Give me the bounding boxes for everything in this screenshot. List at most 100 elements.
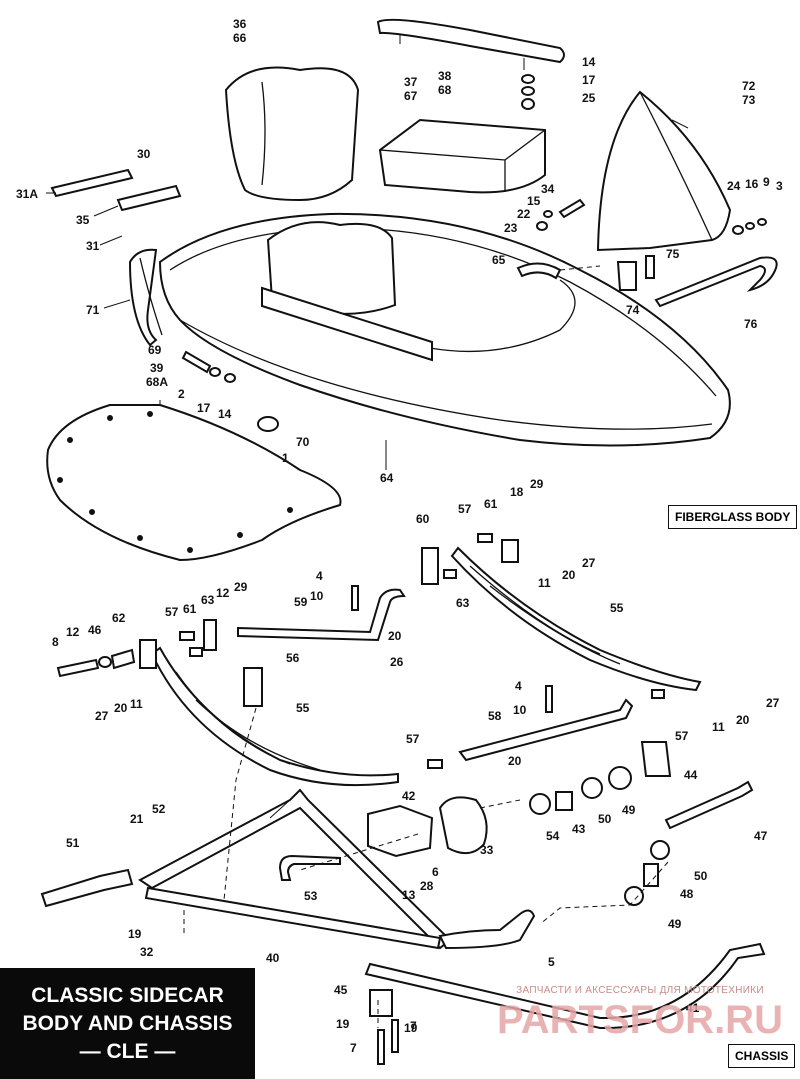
callout-16: 16	[745, 177, 759, 191]
callout-41: 41	[686, 1001, 700, 1015]
callout-54: 54	[546, 829, 560, 843]
watermark: ЗАПЧАСТИ И АКСЕССУАРЫ ДЛЯ МОТОТЕХНИКИ PA…	[490, 985, 790, 1040]
callout-33: 33	[480, 843, 494, 857]
callout-42: 42	[402, 789, 416, 803]
callout-14: 14	[218, 407, 232, 421]
callout-44: 44	[684, 768, 698, 782]
callout-57: 57	[458, 502, 472, 516]
callout-50: 50	[598, 812, 612, 826]
callout-55: 55	[296, 701, 310, 715]
callout-66: 66	[233, 31, 247, 45]
callout-59: 59	[294, 595, 308, 609]
callout-47: 47	[754, 829, 768, 843]
callout-18: 18	[510, 485, 524, 499]
callout-45: 45	[334, 983, 348, 997]
callout-56: 56	[286, 651, 300, 665]
callout-61: 61	[183, 602, 197, 616]
callout-6: 6	[432, 865, 439, 879]
callout-43: 43	[572, 822, 586, 836]
callout-53: 53	[304, 889, 318, 903]
emblem	[50, 168, 134, 198]
callout-2: 2	[178, 387, 185, 401]
callout-7: 7	[410, 1019, 417, 1033]
callout-26: 26	[390, 655, 404, 669]
callout-69: 69	[148, 343, 162, 357]
callout-25: 25	[582, 91, 596, 105]
callout-20: 20	[508, 754, 522, 768]
upper-mount-rod	[664, 780, 754, 830]
callout-52: 52	[152, 802, 166, 816]
callout-68: 68	[438, 83, 452, 97]
callout-27: 27	[95, 709, 109, 723]
callout-11: 11	[538, 576, 551, 590]
callout-13: 13	[402, 888, 416, 902]
callout-11: 11	[130, 697, 143, 711]
callout-34: 34	[541, 182, 555, 196]
title-line-1: CLASSIC SIDECAR	[31, 983, 224, 1007]
callout-64: 64	[380, 471, 394, 485]
callout-20: 20	[388, 629, 402, 643]
callout-65: 65	[492, 253, 506, 267]
callout-49: 49	[668, 917, 682, 931]
callout-63: 63	[201, 593, 215, 607]
callout-15: 15	[527, 194, 541, 208]
leaf-spring-right	[450, 546, 702, 692]
callout-57: 57	[406, 732, 420, 746]
diagram-title-block: CLASSIC SIDECAR BODY AND CHASSIS — CLE —	[0, 968, 255, 1079]
callout-labels: 36 66 37 67 38 68 72 73 39 68A 14 17 25 …	[16, 17, 783, 1055]
callout-5: 5	[548, 955, 555, 969]
callout-19: 19	[336, 1017, 350, 1031]
watermark-tagline: ЗАПЧАСТИ И АКСЕССУАРЫ ДЛЯ МОТОТЕХНИКИ	[516, 985, 764, 996]
callout-36: 36	[233, 17, 247, 31]
callout-20: 20	[562, 568, 576, 582]
backrest-cushion	[224, 66, 360, 202]
callout-74: 74	[626, 303, 640, 317]
trim-strip	[116, 184, 182, 212]
callout-39: 39	[150, 361, 164, 375]
callout-76: 76	[744, 317, 758, 331]
callout-10: 10	[310, 589, 324, 603]
callout-63: 63	[456, 596, 470, 610]
callout-8: 8	[52, 635, 59, 649]
callout-32: 32	[140, 945, 154, 959]
callout-60: 60	[416, 512, 430, 526]
callout-70: 70	[296, 435, 310, 449]
lower-arm	[364, 942, 766, 1030]
callout-28: 28	[420, 879, 434, 893]
callout-73: 73	[742, 93, 756, 107]
leaf-spring-left	[150, 646, 399, 787]
callout-31: 31	[86, 239, 100, 253]
callout-1: 1	[282, 451, 289, 465]
callout-57: 57	[675, 729, 689, 743]
watermark-logo: PARTSFOR.RU	[497, 998, 783, 1042]
wheel-axle	[40, 868, 134, 908]
callout-14: 14	[582, 55, 596, 69]
rubber-bushing	[438, 796, 488, 855]
belly-pan	[46, 404, 342, 562]
front-fender	[128, 248, 158, 347]
callout-30: 30	[137, 147, 151, 161]
callout-20: 20	[736, 713, 750, 727]
callout-11: 11	[712, 720, 725, 734]
shackle-rod	[237, 588, 406, 642]
callout-29: 29	[530, 477, 544, 491]
callout-22: 22	[517, 207, 531, 221]
callout-19: 19	[128, 927, 142, 941]
callout-55: 55	[610, 601, 624, 615]
chassis-label: CHASSIS	[728, 1044, 796, 1068]
callout-38: 38	[438, 69, 452, 83]
callout-17: 17	[582, 73, 596, 87]
callout-48: 48	[680, 887, 694, 901]
callout-50: 50	[694, 869, 708, 883]
callout-58: 58	[488, 709, 502, 723]
callout-4: 4	[515, 679, 522, 693]
callout-67: 67	[404, 89, 418, 103]
callout-10: 10	[513, 703, 527, 717]
callout-61: 61	[484, 497, 498, 511]
callout-27: 27	[766, 696, 780, 710]
callout-57: 57	[165, 605, 179, 619]
callout-29: 29	[234, 580, 248, 594]
callout-62: 62	[112, 611, 126, 625]
callout-12: 12	[66, 625, 80, 639]
